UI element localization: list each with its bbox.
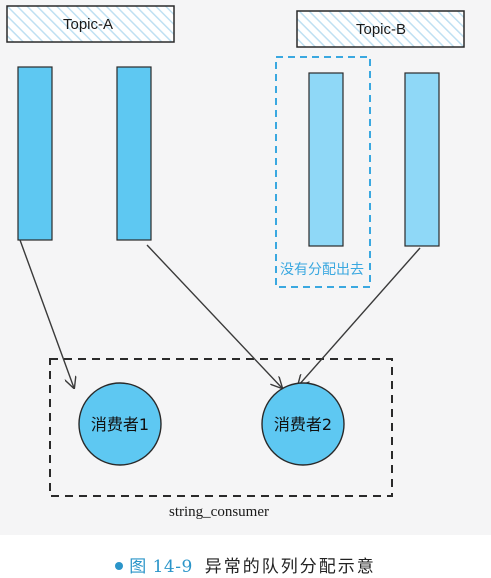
topic-a-header: Topic-A	[6, 5, 175, 43]
consumer-group-box	[49, 358, 393, 497]
unassigned-label: 没有分配出去	[280, 262, 364, 278]
caption-title: 异常的队列分配示意	[204, 557, 376, 577]
consumer-2-node: 消费者2	[261, 382, 345, 466]
topic-b-queue-2	[404, 72, 440, 247]
queue-allocation-diagram: Topic-A Topic-B 没有分配出去 消费者1 消费者2 string_…	[6, 5, 465, 520]
caption-number: 图 14-9	[129, 557, 193, 577]
topic-a-queue-1	[17, 66, 53, 241]
caption-bullet-icon	[115, 561, 124, 570]
arrow-a1-to-consumer-1	[19, 239, 74, 388]
topic-b-queue-1	[308, 72, 344, 247]
topic-a-label: Topic-A	[63, 16, 113, 33]
consumer-1-label: 消费者1	[91, 415, 149, 434]
arrow-a2-to-consumer-2	[146, 244, 282, 388]
unassigned-queue-box	[275, 56, 371, 288]
consumer-1-node: 消费者1	[78, 382, 162, 466]
arrow-b2-to-consumer-2	[298, 247, 421, 386]
consumer-2-label: 消费者2	[274, 415, 332, 434]
figure-caption: 图 14-9 异常的队列分配示意	[0, 552, 491, 577]
topic-b-label: Topic-B	[356, 21, 406, 38]
consumer-group-label: string_consumer	[169, 504, 269, 520]
topic-a-queue-2	[116, 66, 152, 241]
topic-b-header: Topic-B	[296, 10, 465, 48]
